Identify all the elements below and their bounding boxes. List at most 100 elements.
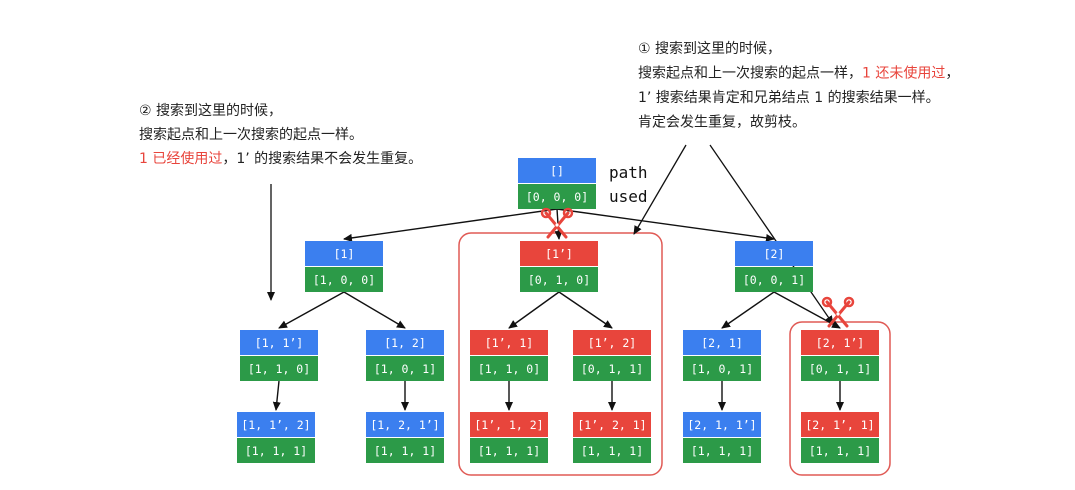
tree-node-l4: [1’, 2, 1] [1, 1, 1]	[573, 412, 651, 463]
node-path-label: [1’]	[545, 247, 573, 261]
node-path-label: [1]	[334, 247, 355, 261]
tree-node-n1p: [1’] [0, 1, 0]	[520, 241, 598, 292]
annotation-right: ① 搜索到这里的时候， 搜索起点和上一次搜索的起点一样，1 还未使用过， 1’ 搜索…	[638, 40, 959, 131]
annotation-line: 搜索起点和上一次搜索的起点一样。	[139, 126, 363, 143]
annotation-line: 肯定会发生重复，故剪枝。	[638, 114, 806, 131]
node-used-label: [1, 0, 1]	[374, 362, 436, 376]
node-path-box	[305, 241, 383, 266]
node-path-label: [1, 1’, 2]	[241, 418, 310, 432]
node-used-box	[305, 267, 383, 292]
node-used-label: [1, 0, 1]	[691, 362, 753, 376]
tree-node-n21p: [2, 1’] [0, 1, 1]	[801, 330, 879, 381]
tree-node-n12: [1, 2] [1, 0, 1]	[366, 330, 444, 381]
node-path-box	[470, 330, 548, 355]
node-path-label: [1, 2]	[384, 336, 426, 350]
node-used-label: [1, 1, 1]	[581, 444, 643, 458]
scissors-icon	[821, 296, 855, 328]
node-path-box	[573, 412, 651, 437]
node-used-label: [1, 0, 0]	[313, 273, 375, 287]
node-used-box	[470, 438, 548, 463]
tree-node-n1: [1] [1, 0, 0]	[305, 241, 383, 292]
node-used-box	[573, 356, 651, 381]
node-path-box	[683, 412, 761, 437]
node-used-box	[683, 438, 761, 463]
legend-used-label: used	[609, 187, 648, 206]
node-used-box	[520, 267, 598, 292]
node-used-label: [1, 1, 1]	[245, 444, 307, 458]
pointer-arrow-right-b	[709, 144, 834, 325]
node-path-label: [2, 1’, 1]	[805, 418, 874, 432]
tree-node-l5: [2, 1, 1’] [1, 1, 1]	[683, 412, 761, 463]
node-used-box	[366, 438, 444, 463]
node-used-label: [0, 0, 0]	[526, 190, 588, 204]
scissors-icon	[540, 207, 574, 239]
tree-node-l3: [1’, 1, 2] [1, 1, 1]	[470, 412, 548, 463]
tree-edge-n1-n12	[343, 291, 406, 329]
annotation-line: ① 搜索到这里的时候，	[638, 40, 781, 57]
node-used-label: [0, 1, 1]	[581, 362, 643, 376]
tree-node-n11: [1, 1’] [1, 1, 0]	[240, 330, 318, 381]
annotation-line: ② 搜索到这里的时候，	[139, 102, 282, 119]
node-path-box	[801, 412, 879, 437]
annotation-line: 1 已经使用过，1’ 的搜索结果不会发生重复。	[139, 150, 422, 167]
tree-edge-n1-n11	[278, 291, 345, 329]
node-path-label: [1’, 1, 2]	[474, 418, 543, 432]
tree-node-l2: [1, 2, 1’] [1, 1, 1]	[366, 412, 444, 463]
node-used-box	[366, 356, 444, 381]
node-path-label: [2, 1]	[701, 336, 743, 350]
node-path-box	[735, 241, 813, 266]
tree-node-root: [] [0, 0, 0]	[518, 158, 596, 209]
node-used-box	[237, 438, 315, 463]
node-path-box	[237, 412, 315, 437]
node-path-box	[240, 330, 318, 355]
tree-edge-n1p-n1p1	[508, 291, 560, 329]
node-used-label: [1, 1, 1]	[691, 444, 753, 458]
node-path-box	[520, 241, 598, 266]
tree-node-n1p1: [1’, 1][1, 1, 0]	[470, 330, 548, 381]
node-path-box	[518, 158, 596, 183]
annotation-line: 搜索起点和上一次搜索的起点一样，1 还未使用过，	[638, 65, 959, 82]
tree-edge-n11-l1	[272, 380, 281, 411]
tree-node-n21: [2, 1] [1, 0, 1]	[683, 330, 761, 381]
tree-edge-root-n1	[343, 208, 558, 242]
tree-edge-n2-n21	[721, 291, 775, 329]
tree-node-l1: [1, 1’, 2] [1, 1, 1]	[237, 412, 315, 463]
node-used-box	[240, 356, 318, 381]
node-path-box	[366, 412, 444, 437]
node-used-box	[801, 438, 879, 463]
node-path-label: [2]	[764, 247, 785, 261]
node-path-label: [2, 1’]	[816, 336, 864, 350]
annotation-left: ② 搜索到这里的时候， 搜索起点和上一次搜索的起点一样。 1 已经使用过，1’ 的搜…	[139, 102, 422, 167]
node-used-label: [1, 1, 1]	[478, 444, 540, 458]
node-used-label: [1, 1, 1]	[809, 444, 871, 458]
pointer-arrow-right-a	[633, 144, 687, 235]
node-path-label: [1, 2, 1’]	[370, 418, 439, 432]
node-used-label: [0, 1, 1]	[809, 362, 871, 376]
node-path-box	[683, 330, 761, 355]
node-used-box	[518, 184, 596, 209]
node-path-label: [1, 1’]	[255, 336, 303, 350]
node-used-label: [1, 1, 1]	[374, 444, 436, 458]
node-path-box	[573, 330, 651, 355]
node-path-box	[366, 330, 444, 355]
tree-node-n2: [2] [0, 0, 1]	[735, 241, 813, 292]
tree-node-n1p2: [1’, 2][0, 1, 1]	[573, 330, 651, 381]
tree-node-l6: [2, 1’, 1] [1, 1, 1]	[801, 412, 879, 463]
node-used-box	[470, 356, 548, 381]
node-path-box	[470, 412, 548, 437]
node-used-box	[573, 438, 651, 463]
node-used-label: [0, 0, 1]	[743, 273, 805, 287]
legend-path-label: path	[609, 163, 648, 182]
node-used-label: [1, 1, 0]	[248, 362, 310, 376]
node-used-label: [0, 1, 0]	[528, 273, 590, 287]
tree-edge-root-n2	[556, 208, 775, 242]
node-path-label: [2, 1, 1’]	[687, 418, 756, 432]
node-used-box	[801, 356, 879, 381]
tree-edge-n1p-n1p2	[558, 291, 613, 329]
node-used-box	[683, 356, 761, 381]
node-path-label: [1’, 2, 1]	[577, 418, 646, 432]
node-path-label: []	[550, 164, 564, 178]
node-used-label: [1, 1, 0]	[478, 362, 540, 376]
annotation-line: 1’ 搜索结果肯定和兄弟结点 1 的搜索结果一样。	[638, 89, 940, 106]
